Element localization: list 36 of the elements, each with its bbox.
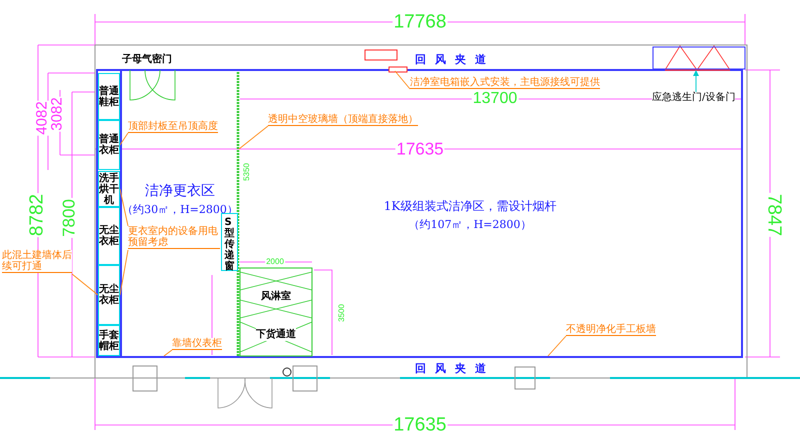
- room-area-text: （约107㎡，H=2800）: [408, 217, 532, 232]
- dimension-value: 3082: [50, 96, 64, 132]
- cabinet: 无尘衣柜: [98, 265, 120, 325]
- leader-line: [120, 188, 128, 226]
- annotation-note: 更衣室内的设备用电预留考虑: [128, 226, 220, 249]
- leader-line: [120, 132, 128, 146]
- pass-box: S型传递窗: [221, 213, 238, 271]
- dimension-value: 4082: [34, 100, 50, 136]
- cabinet: 洗手烘干机: [98, 171, 120, 207]
- annotation-note: 靠墙仪表柜: [172, 338, 222, 350]
- room-title: 1K级组装式洁净区，需设计烟杆: [384, 198, 556, 215]
- annotation-note: 顶部封板至吊顶高度: [128, 121, 218, 133]
- cabinet: 无尘衣柜: [98, 207, 120, 265]
- cabinet: 普通衣柜: [98, 120, 120, 170]
- room-label: 风淋室: [261, 289, 291, 303]
- annotation-note: 不透明净化手工板墙: [566, 324, 656, 336]
- door-label: 应急逃生门/设备门: [652, 92, 736, 103]
- leader-line: [548, 336, 566, 356]
- dimension-value: 3500: [338, 303, 346, 323]
- annotation-note: 透明中空玻璃墙（顶端直接落地）: [268, 114, 418, 126]
- cabinet: 手套帽柜: [98, 325, 120, 356]
- dimension-value: 5350: [243, 162, 251, 182]
- leader-line: [72, 274, 98, 296]
- room-label: 下货通道: [256, 327, 296, 341]
- door-label: 子母气密门: [121, 55, 173, 65]
- leader-line: [394, 70, 410, 90]
- arrow: [693, 70, 699, 92]
- dimension-value: 2000: [265, 258, 285, 266]
- leader-line: [164, 350, 172, 356]
- cabinet: 普通鞋柜: [98, 73, 120, 120]
- dimension-value: 17635: [395, 140, 445, 158]
- room-title: 洁净更衣区: [145, 182, 215, 200]
- annotation-note: 此混土建墙体后续可打通: [2, 250, 72, 273]
- annotation-note: 洁净室电箱嵌入式安装，主电源接线可提供: [410, 77, 600, 89]
- dimension-value: 7800: [60, 198, 78, 238]
- leader-line: [238, 126, 268, 150]
